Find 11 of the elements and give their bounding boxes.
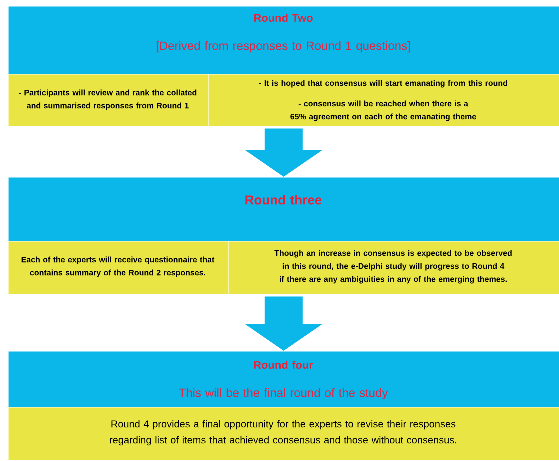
subheading: This will be the final round of the study — [179, 388, 388, 400]
note-text: - consensus will be reached when there is a 65% agreement on each of the emanating theme — [290, 100, 476, 122]
subheading: [Derived from responses to Round 1 questions] — [156, 41, 410, 53]
heading: Round three — [246, 195, 322, 205]
note-text: Round 4 provides a final opportunity for the experts to revise their responses regarding list of items that achieved consensus and those without consensus. — [110, 420, 456, 446]
note-text: - It is hoped that consensus will start emanating from this round — [259, 80, 508, 88]
note-text: Each of the experts will receive questionnaire that contains summary of the Round 2 responses. — [22, 256, 215, 278]
note-text: - Participants will review and rank the collated and summarised responses from Round 1 — [19, 90, 197, 110]
heading: Round four — [254, 360, 314, 370]
note-text: Though an increase in consensus is expected to be observed in this round, the e-Delphi study will progress to Round 4 if there are any ambiguities in any of the emerging themes. — [274, 250, 512, 284]
heading: Round Two — [254, 14, 313, 22]
